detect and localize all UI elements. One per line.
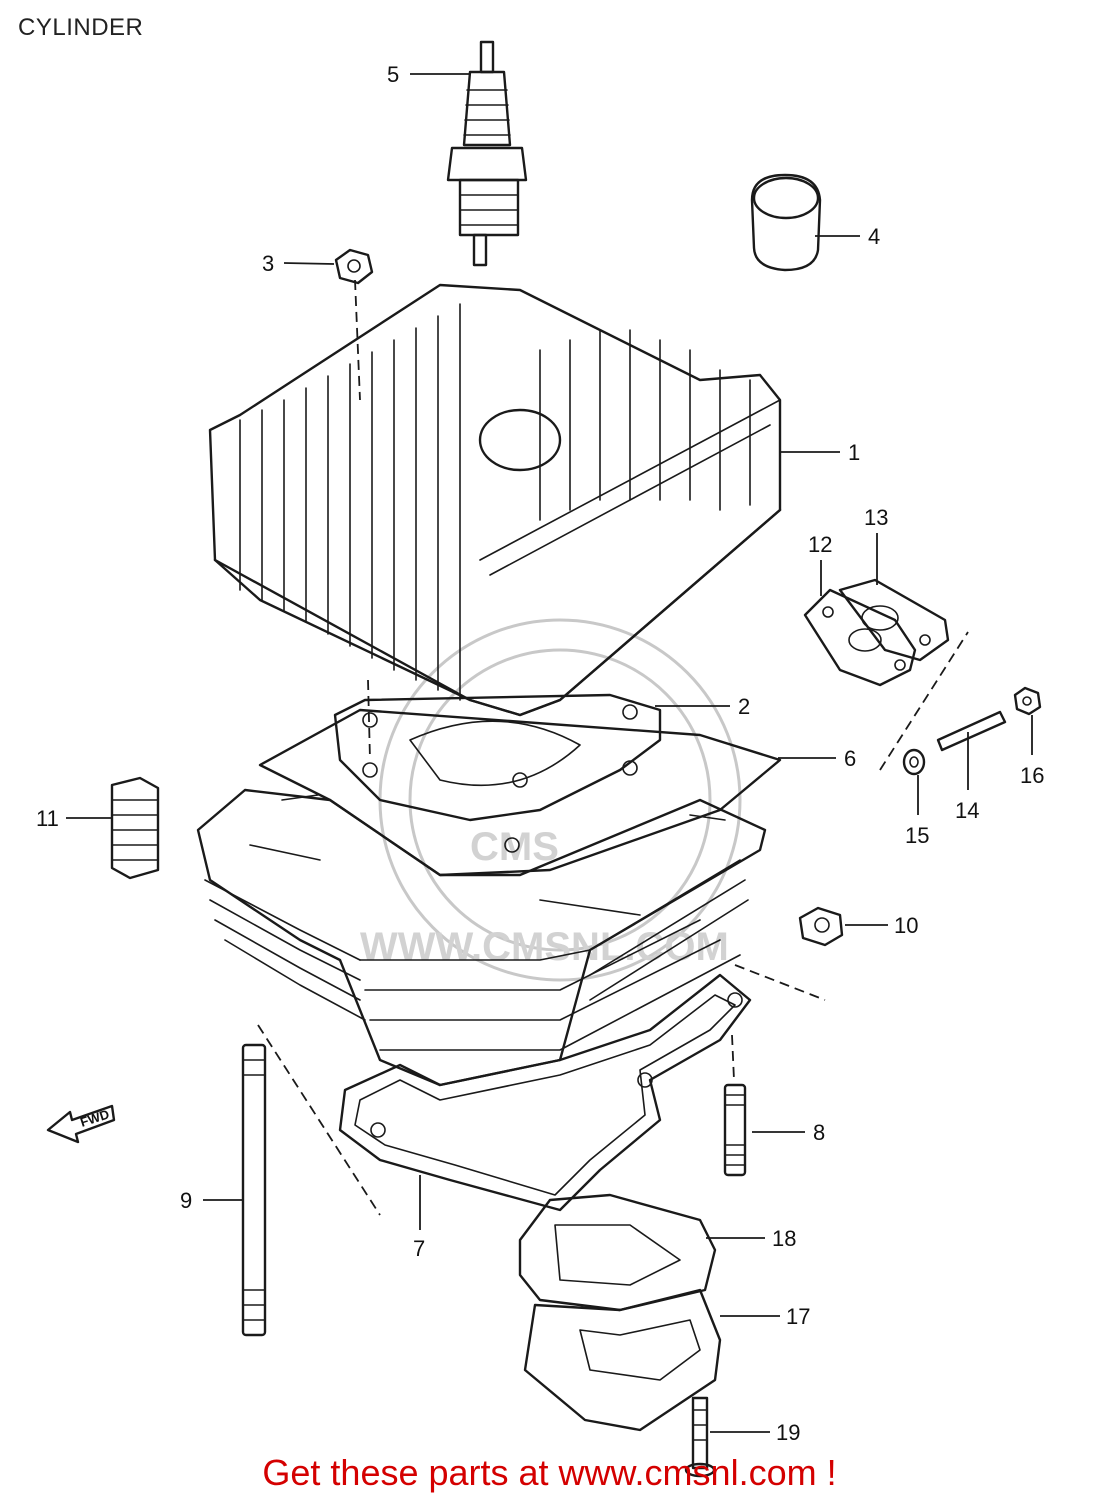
callout-6: 6 bbox=[844, 746, 856, 771]
callout-14: 14 bbox=[955, 798, 979, 823]
callouts: 1 2 3 4 5 6 7 8 9 10 11 12 13 14 15 16 1… bbox=[36, 62, 1044, 1445]
fwd-arrow-icon: FWD bbox=[46, 1104, 116, 1144]
callout-4: 4 bbox=[868, 224, 880, 249]
callout-3: 3 bbox=[262, 251, 274, 276]
callout-9: 9 bbox=[180, 1188, 192, 1213]
reed-valve-gasket[interactable] bbox=[518, 1193, 717, 1312]
callout-5: 5 bbox=[387, 62, 399, 87]
callout-12: 12 bbox=[808, 532, 832, 557]
callout-8: 8 bbox=[813, 1120, 825, 1145]
cylinder-body[interactable] bbox=[196, 788, 767, 1087]
callout-7: 7 bbox=[413, 1236, 425, 1261]
fin-dampers[interactable] bbox=[110, 776, 160, 880]
callout-2: 2 bbox=[738, 694, 750, 719]
head-gasket[interactable] bbox=[333, 693, 662, 822]
intake-nut[interactable] bbox=[1013, 686, 1042, 716]
callout-11: 11 bbox=[36, 806, 59, 831]
watermark: CMS WWW.CMSNL.COM bbox=[360, 618, 742, 982]
long-stud[interactable] bbox=[241, 1043, 267, 1337]
reed-valve[interactable] bbox=[523, 1288, 722, 1432]
short-stud[interactable] bbox=[723, 1083, 747, 1177]
callout-19: 19 bbox=[776, 1420, 800, 1445]
head-nut[interactable] bbox=[334, 248, 374, 285]
base-gasket[interactable] bbox=[338, 973, 752, 1212]
reed-valve-screw[interactable] bbox=[684, 1396, 716, 1478]
callout-13: 13 bbox=[864, 505, 888, 530]
intake-pipe[interactable] bbox=[838, 578, 950, 662]
alignment-lines bbox=[257, 279, 969, 1216]
intake-stud[interactable] bbox=[936, 710, 1007, 752]
leader-lines bbox=[66, 73, 1033, 1433]
cylinder-nut[interactable] bbox=[798, 906, 844, 947]
plug-cap[interactable] bbox=[750, 173, 822, 272]
callout-17: 17 bbox=[786, 1304, 810, 1329]
page-title: CYLINDER bbox=[18, 14, 144, 41]
spark-plug[interactable] bbox=[446, 40, 528, 267]
callout-15: 15 bbox=[905, 823, 929, 848]
callout-1: 1 bbox=[848, 440, 860, 465]
callout-16: 16 bbox=[1020, 763, 1044, 788]
watermark-logo: CMS bbox=[470, 825, 559, 869]
watermark-text: WWW.CMSNL.COM bbox=[360, 925, 729, 969]
cylinder-head[interactable] bbox=[208, 283, 782, 717]
washer[interactable] bbox=[902, 748, 926, 776]
intake-gasket[interactable] bbox=[803, 588, 917, 687]
callout-18: 18 bbox=[772, 1226, 796, 1251]
callout-10: 10 bbox=[894, 913, 918, 938]
footer-link[interactable]: Get these parts at www.cmsnl.com ! bbox=[262, 1452, 837, 1493]
